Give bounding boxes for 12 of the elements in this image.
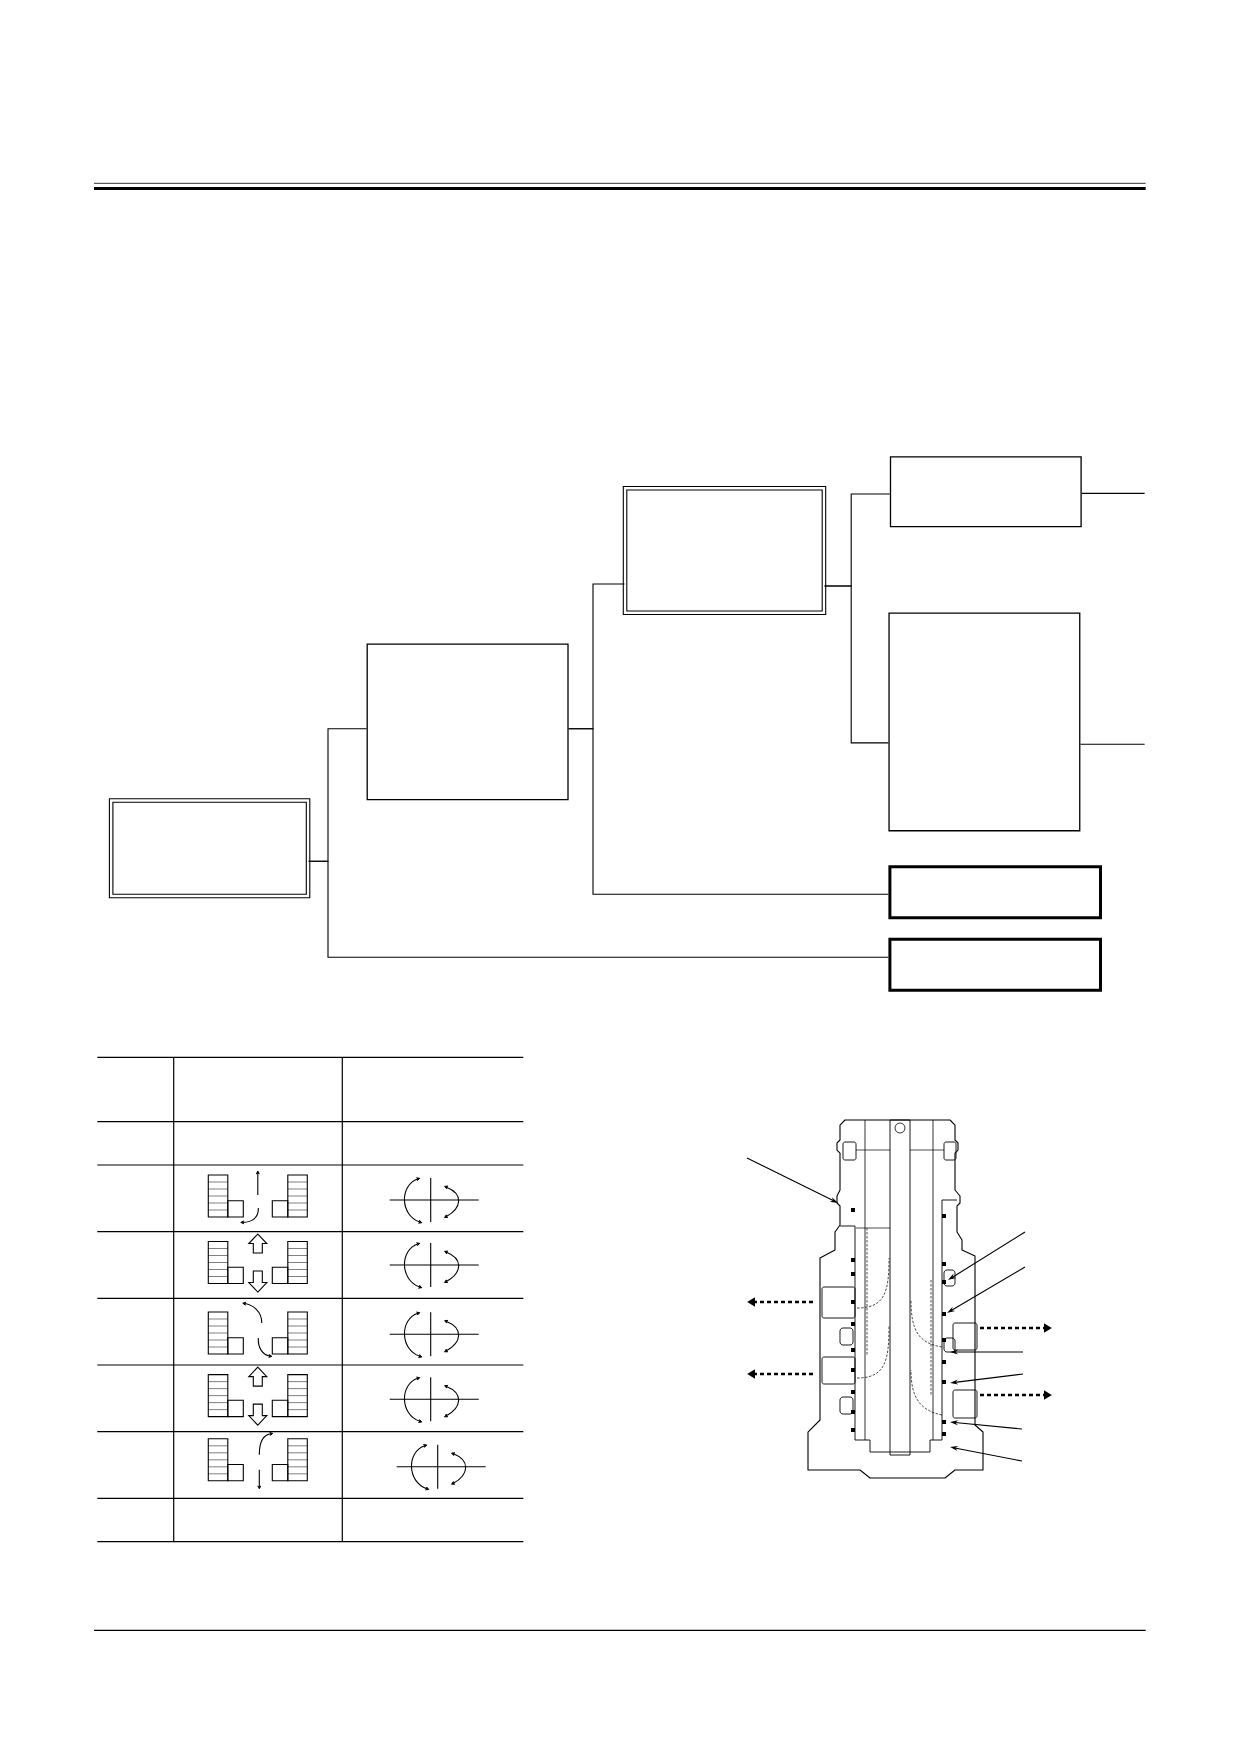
- double-outline-box: [622, 485, 827, 616]
- flow-box: [889, 456, 1082, 528]
- connector-line: [308, 860, 889, 958]
- connector-line: [1081, 492, 1146, 494]
- flow-box: [366, 643, 569, 801]
- connector-line: [1079, 743, 1146, 745]
- double-outline-box: [108, 798, 311, 899]
- bold-outline-box: [888, 937, 1102, 992]
- bold-outline-box: [888, 865, 1102, 920]
- connector-line: [823, 585, 889, 744]
- connector-line: [568, 728, 889, 895]
- flow-box: [888, 612, 1081, 832]
